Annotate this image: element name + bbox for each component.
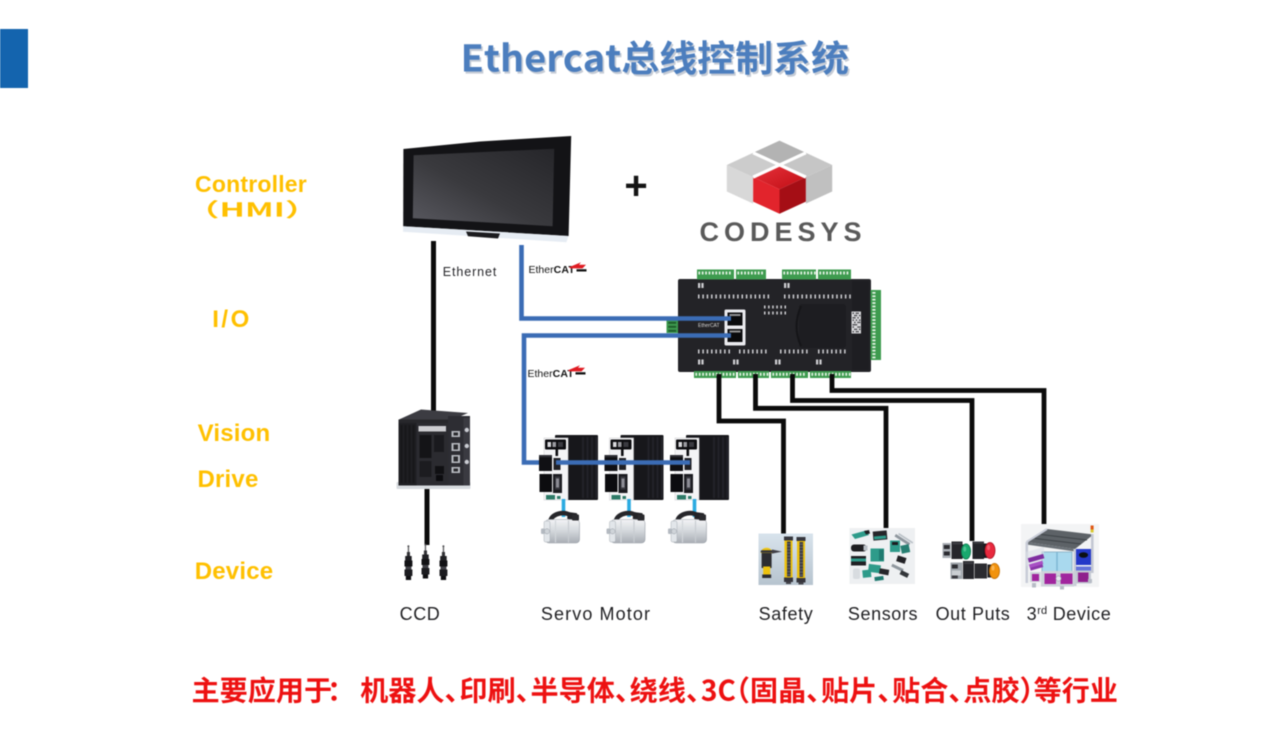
slide-title-text — [464, 40, 848, 75]
device-label-servo-motor: Servo Motor — [540, 604, 652, 624]
device-label-third: 3rd Device — [1027, 604, 1112, 625]
ethercat-cable-hmi-to-plc — [519, 245, 731, 321]
io-cable-plc-to-safety — [716, 374, 786, 538]
footer-text-paths — [193, 676, 1117, 704]
ethercat-arrow-wrap — [567, 363, 586, 378]
io-cable-plc-to-third-device — [829, 374, 1047, 528]
device-label-safety: Safety — [758, 604, 814, 624]
third-device-ordinal: rd — [1037, 605, 1048, 617]
ccd-connector-plug — [439, 545, 448, 580]
ccd-connector-plug — [404, 545, 413, 580]
pushbuttons — [942, 541, 1000, 580]
layer-label-drive: Drive — [197, 466, 259, 493]
sensors-collage — [849, 528, 915, 584]
layer-label-device: Device — [194, 557, 274, 585]
servo-drive — [539, 435, 598, 501]
ethercat-logo-prefix: Ether — [528, 264, 554, 276]
io-cable-plc-to-sensors — [753, 374, 889, 540]
io-cable-plc-to-outputs — [790, 374, 975, 541]
hmi-monitor — [403, 136, 572, 243]
safety-light-curtains — [758, 533, 813, 585]
servo-motor — [668, 510, 707, 544]
servo-drive — [604, 435, 664, 501]
ethercat-arrow-wrap — [568, 260, 587, 275]
slide-title-shadow — [465, 42, 850, 78]
ethercat-logo-prefix: Ether — [527, 367, 553, 380]
device-label-sensors: Sensors — [847, 604, 919, 624]
third-device-number: 3 — [1026, 604, 1038, 624]
ccd-connector-plug — [421, 543, 430, 579]
ethercat-logo-upper: EtherCAT — [528, 261, 586, 276]
plc-port-label: EtherCAT — [698, 323, 720, 329]
layer-label-vision: Vision — [197, 420, 271, 447]
ethercat-arrow-icon — [568, 261, 586, 271]
ethernet-cable-monitor-to-ccd — [424, 241, 436, 545]
ethernet-label: Ethernet — [442, 264, 498, 279]
layer-label-controller: Controller — [195, 171, 307, 197]
layer-label-io: I/O — [212, 305, 252, 333]
codesys-cube-logo — [726, 140, 833, 214]
third-party-machine — [1021, 524, 1099, 590]
servo-motor — [541, 510, 580, 544]
device-label-ccd: CCD — [399, 604, 441, 624]
servo-motor — [606, 510, 646, 544]
third-device-word: Device — [1052, 604, 1112, 624]
codesys-wordmark: CODESYS — [699, 217, 867, 247]
device-label-outputs: Out Puts — [935, 604, 1011, 624]
servo-drive — [670, 435, 729, 501]
hmi-sub-label-paths — [208, 200, 297, 219]
corner-accent-bar — [0, 29, 28, 88]
ethercat-logo-lower: EtherCAT — [527, 365, 585, 380]
vision-controller — [396, 409, 471, 489]
plus-sign: + — [624, 163, 648, 208]
plc-io-module — [666, 269, 881, 378]
ethercat-arrow-icon — [567, 365, 585, 375]
